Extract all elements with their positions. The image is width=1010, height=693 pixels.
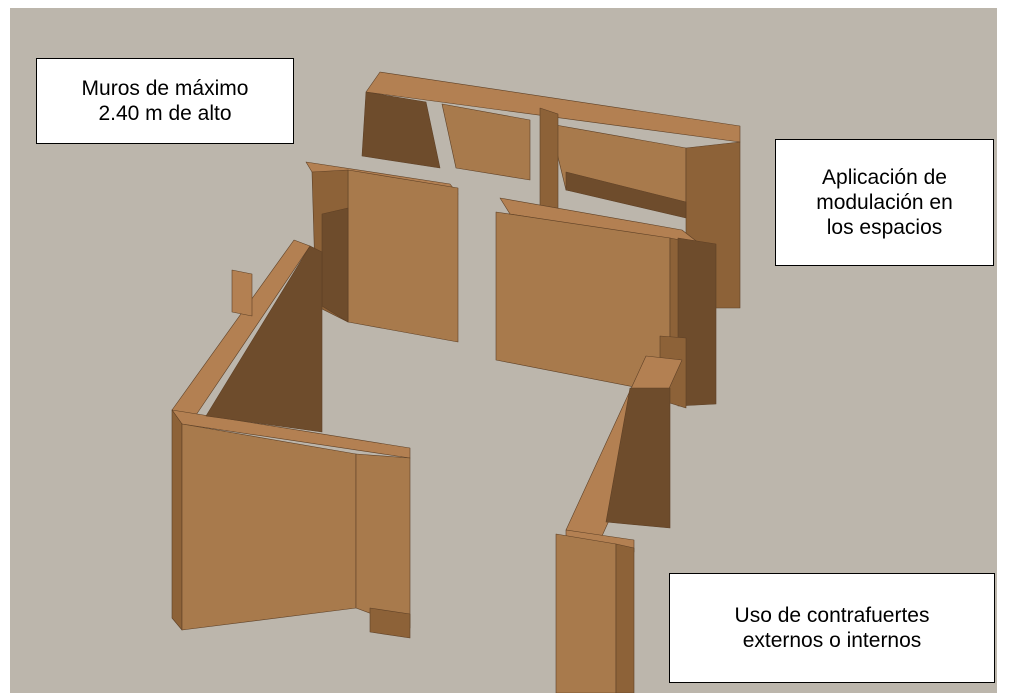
3d-viewport: Muros de máximo 2.40 m de alto Aplicació… [10, 8, 997, 693]
callout-wall-height: Muros de máximo 2.40 m de alto [36, 58, 294, 144]
left-wall [171, 239, 411, 639]
adobe-wall-model [171, 71, 741, 693]
callout-modulation: Aplicación de modulación en los espacios [775, 139, 994, 266]
callout-buttresses: Uso de contrafuertes externos o internos [669, 573, 995, 683]
front-right-wall [555, 355, 683, 693]
center-left-pillar [305, 161, 459, 343]
